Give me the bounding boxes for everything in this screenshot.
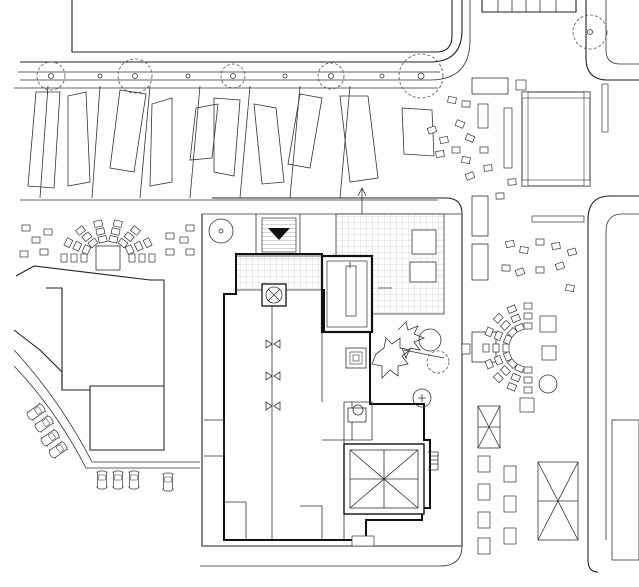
- main-building: [204, 253, 439, 547]
- pavilion: [471, 77, 609, 223]
- seat-marker: [505, 240, 515, 248]
- seat-marker: [75, 225, 86, 236]
- seat-marker: [523, 386, 533, 394]
- seat-marker: [142, 237, 153, 248]
- seat-marker: [523, 322, 533, 330]
- seat-marker: [124, 244, 135, 255]
- seat-marker: [185, 248, 195, 256]
- seat-marker: [523, 366, 533, 374]
- seat-marker: [108, 235, 119, 244]
- seat-marker: [514, 323, 525, 333]
- seat-marker: [60, 253, 68, 263]
- table-marker: [464, 133, 476, 143]
- table-marker: [464, 171, 476, 181]
- seat-marker: [148, 253, 156, 263]
- ne-tables: [426, 96, 517, 200]
- north-road: [18, 0, 639, 81]
- seat-marker: [128, 253, 136, 263]
- seat-marker: [510, 313, 521, 324]
- seat-marker: [506, 382, 518, 392]
- seat-marker: [565, 284, 575, 292]
- street-trees: [36, 14, 608, 99]
- seat-marker: [554, 261, 566, 271]
- seat-marker: [523, 312, 533, 320]
- seat-marker: [21, 224, 31, 232]
- table-marker: [461, 156, 471, 164]
- seat-marker: [185, 224, 195, 232]
- seat-marker: [506, 304, 518, 314]
- seat-marker: [519, 246, 529, 254]
- seat-marker: [31, 236, 41, 244]
- table-marker: [439, 136, 449, 144]
- seat-marker: [503, 351, 513, 362]
- seat-marker: [165, 232, 175, 240]
- seat-marker: [39, 248, 49, 256]
- table-marker: [507, 178, 517, 186]
- seat-marker: [551, 242, 561, 250]
- table-marker: [483, 164, 493, 172]
- table-marker: [435, 150, 445, 158]
- table-marker: [426, 125, 438, 135]
- table-marker: [479, 146, 489, 154]
- seat-marker: [93, 219, 104, 228]
- seat-marker: [523, 376, 533, 384]
- seat-marker: [523, 302, 533, 310]
- seat-marker: [510, 372, 521, 383]
- seat-marker: [502, 343, 510, 353]
- seat-marker: [535, 266, 545, 274]
- paver-courtyard: [235, 213, 445, 334]
- east-road: [200, 195, 639, 573]
- seat-marker: [493, 355, 504, 366]
- seat-marker: [482, 343, 490, 353]
- seat-marker: [43, 228, 53, 236]
- seat-marker: [165, 248, 175, 256]
- seat-marker: [95, 227, 106, 236]
- seat-marker: [493, 313, 504, 324]
- seat-marker: [19, 250, 29, 258]
- seat-marker: [81, 231, 93, 242]
- seat-marker: [110, 227, 121, 236]
- seat-marker: [97, 235, 108, 244]
- column-markers: [265, 339, 281, 411]
- seat-marker: [492, 343, 500, 353]
- seat-marker: [112, 219, 123, 228]
- seat-marker: [566, 247, 578, 257]
- seat-marker: [501, 264, 511, 272]
- seat-marker: [535, 238, 545, 246]
- seat-marker: [81, 244, 92, 255]
- parked-cars: [25, 401, 175, 492]
- seat-marker: [514, 267, 526, 277]
- seat-marker: [80, 253, 88, 263]
- seat-marker: [70, 253, 78, 263]
- table-marker: [495, 192, 505, 200]
- east-seating: [482, 238, 578, 394]
- angled-planters: [14, 85, 438, 201]
- seat-marker: [500, 365, 511, 376]
- seat-marker: [63, 237, 74, 248]
- table-marker: [454, 119, 466, 129]
- seat-marker: [493, 372, 504, 383]
- seat-marker: [133, 240, 144, 252]
- seat-marker: [130, 225, 141, 236]
- seat-marker: [179, 236, 189, 244]
- table-marker: [451, 146, 461, 154]
- seat-marker: [500, 320, 511, 331]
- seat-marker: [72, 240, 83, 252]
- table-marker: [461, 100, 471, 108]
- seat-marker: [123, 231, 135, 242]
- seat-marker: [138, 253, 146, 263]
- garden: [345, 321, 450, 408]
- west-buildings: [13, 245, 200, 469]
- table-marker: [447, 96, 457, 104]
